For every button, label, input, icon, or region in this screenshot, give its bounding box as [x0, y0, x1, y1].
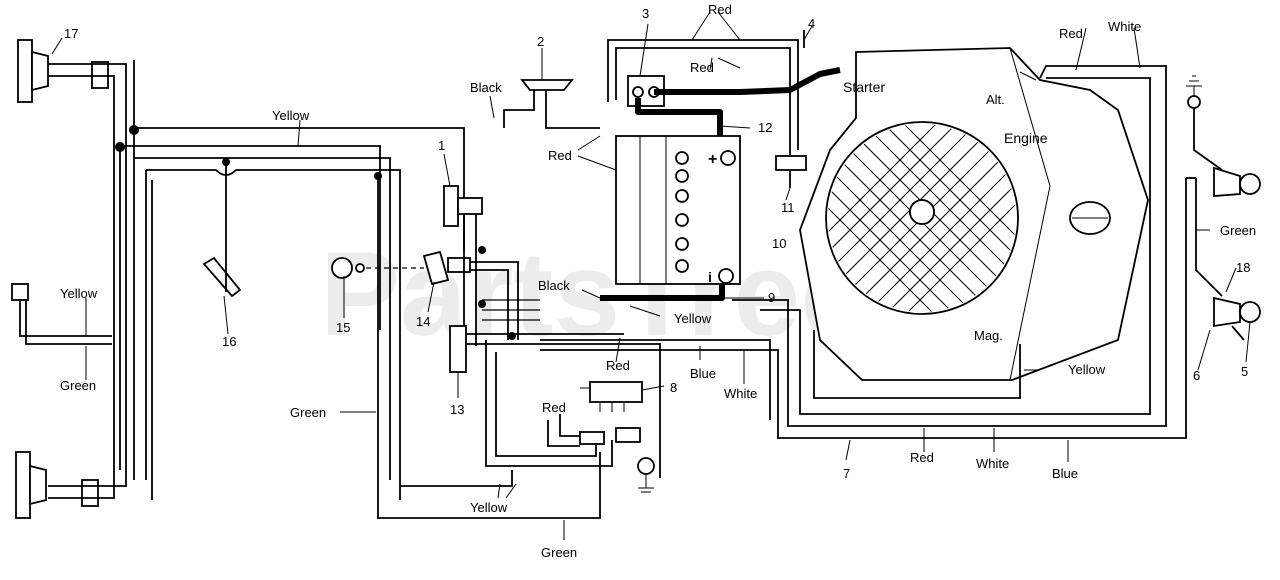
callout-12: 12 [758, 120, 772, 135]
rear-lamps [1186, 75, 1261, 341]
headlight-top [17, 39, 109, 103]
label-yellow-right: Yellow [1068, 362, 1106, 377]
callout-2: 2 [537, 34, 544, 49]
label-white-center: White [724, 386, 757, 401]
label-red-top-right: Red [1059, 26, 1083, 41]
callout-11: 11 [781, 200, 795, 215]
callout-number-group: 1 2 3 4 5 6 7 8 9 10 11 12 13 14 15 16 1… [64, 6, 1250, 481]
label-blue-bottom: Blue [1052, 466, 1078, 481]
callout-5: 5 [1241, 364, 1248, 379]
label-green-left: Green [60, 378, 96, 393]
switch-13 [449, 325, 661, 478]
leader-lines [51, 11, 1251, 540]
right-harness [540, 65, 1196, 439]
label-yellow-mid: Yellow [674, 311, 712, 326]
connectors-red [547, 414, 641, 447]
switch-1 [443, 185, 483, 346]
label-blue-center: Blue [690, 366, 716, 381]
label-yellow-bottom: Yellow [470, 500, 508, 515]
callout-9: 9 [768, 290, 775, 305]
ignition-switch [422, 250, 519, 340]
watermark: PartsTree [320, 227, 867, 361]
label-alt: Alt. [986, 92, 1005, 107]
label-red-bottom: Red [910, 450, 934, 465]
callout-14: 14 [416, 314, 430, 329]
switch-2 [503, 79, 600, 129]
callout-13: 13 [450, 402, 464, 417]
headlight-bottom [15, 451, 99, 519]
callout-17: 17 [64, 26, 78, 41]
label-starter: Starter [843, 79, 885, 95]
label-red-battery: Red [690, 60, 714, 75]
label-black-mid: Black [538, 278, 570, 293]
label-mag: Mag. [974, 328, 1003, 343]
wire-label-group: Red Red Red White Red Black Yellow Yello… [60, 2, 1256, 560]
main-harness [115, 125, 465, 500]
positive-terminal-label: + [708, 151, 717, 168]
callout-6: 6 [1193, 368, 1200, 383]
bottom-harness [377, 176, 613, 519]
relay-8 [580, 381, 643, 412]
label-engine: Engine [1004, 130, 1048, 146]
label-yellow-top: Yellow [272, 108, 310, 123]
label-red-lower: Red [542, 400, 566, 415]
callout-3: 3 [642, 6, 649, 21]
component-label-group: Starter Alt. Engine Mag. [843, 79, 1048, 343]
ignition-key [331, 257, 424, 279]
label-green-right: Green [1220, 223, 1256, 238]
callout-15: 15 [336, 320, 350, 335]
harness-crossings [478, 246, 540, 340]
callout-7: 7 [843, 466, 850, 481]
label-red-mid: Red [548, 148, 572, 163]
callout-8: 8 [670, 380, 677, 395]
battery: + i [615, 135, 741, 285]
label-black-top: Black [470, 80, 502, 95]
label-red-top: Red [708, 2, 732, 17]
left-connector [11, 283, 112, 345]
headlight-harness [48, 60, 135, 499]
label-green-bottom: Green [541, 545, 577, 560]
callout-10: 10 [772, 236, 786, 251]
lamp-bottom [637, 457, 655, 493]
seat-switch [202, 256, 242, 298]
red-loop [607, 39, 799, 150]
callout-4: 4 [808, 16, 815, 31]
label-red-center: Red [606, 358, 630, 373]
label-white-top: White [1108, 19, 1141, 34]
label-green-mid: Green [290, 405, 326, 420]
negative-terminal-label: i [708, 269, 712, 285]
callout-16: 16 [222, 334, 236, 349]
callout-1: 1 [438, 138, 445, 153]
fuse [775, 150, 807, 188]
label-white-bottom: White [976, 456, 1009, 471]
callout-18: 18 [1236, 260, 1250, 275]
flywheel-screen [828, 124, 1016, 312]
label-yellow-left: Yellow [60, 286, 98, 301]
